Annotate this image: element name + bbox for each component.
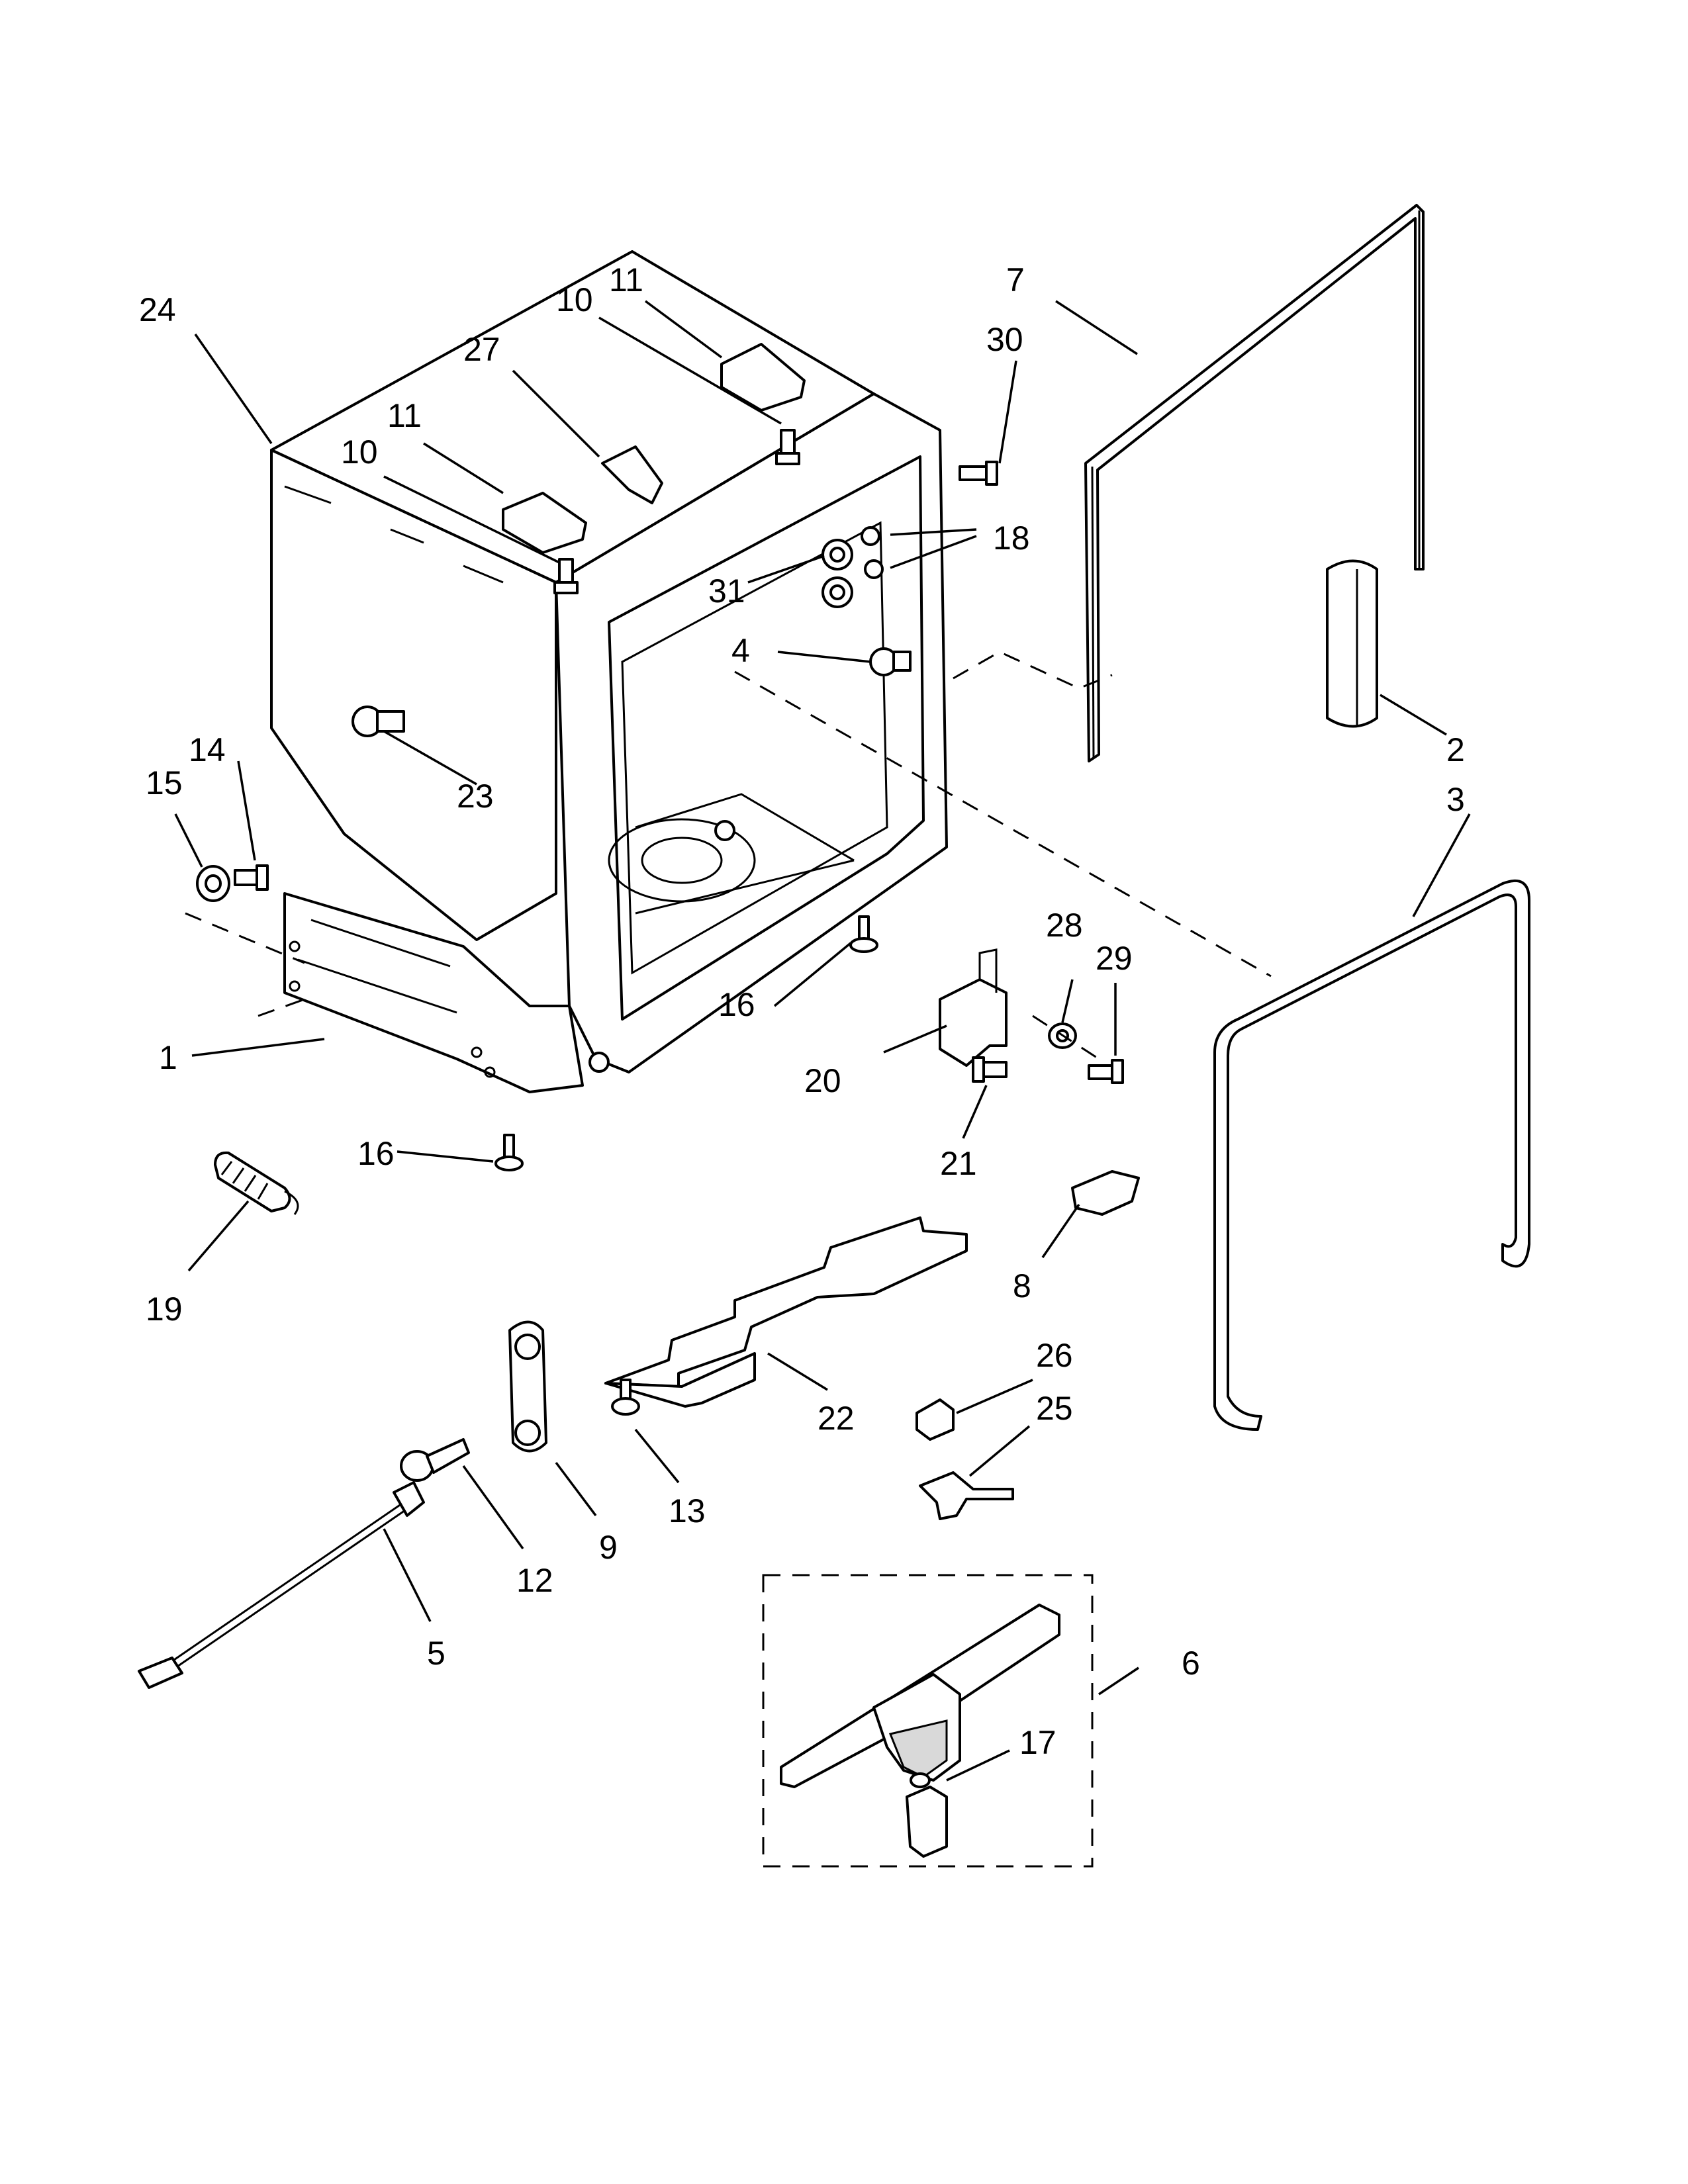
tub-hardware (352, 343, 998, 737)
bumper-13 (611, 1379, 640, 1416)
callout-22: 22 (818, 1400, 855, 1437)
callout-11-left: 11 (387, 397, 422, 434)
callout-26: 26 (1036, 1337, 1073, 1374)
callout-18: 19 (146, 1291, 183, 1328)
washer-17-a (861, 526, 880, 546)
callout-30: 30 (986, 321, 1023, 358)
screw-30 (959, 461, 998, 486)
callout-12: 12 (516, 1562, 553, 1599)
callout-11-right: 11 (609, 261, 643, 298)
callout-13: 13 (669, 1492, 706, 1529)
callout-28: 28 (1046, 907, 1083, 944)
wire-assembly-21 (138, 1481, 425, 1689)
screw-19 (972, 1056, 1008, 1083)
clip-26 (915, 1398, 955, 1441)
callout-29: 29 (1096, 940, 1133, 977)
callout-9: 9 (599, 1529, 618, 1566)
callout-27: 27 (463, 331, 500, 368)
callout-15: 15 (146, 764, 183, 801)
callout-21: 5 (427, 1635, 445, 1672)
bumper-16-lower (494, 1134, 524, 1171)
clip-27 (601, 445, 663, 504)
callout-8: 8 (1013, 1267, 1031, 1304)
alignment-lines (185, 651, 1272, 1060)
guide-9 (508, 1320, 547, 1453)
callout-4: 4 (731, 632, 750, 669)
callout-16-upper: 16 (718, 986, 755, 1023)
hinge-bracket-right (720, 343, 806, 412)
bracket-25 (919, 1471, 1014, 1520)
callout-labels: 24 11 10 27 11 10 7 30 18 31 4 2 3 23 14… (139, 261, 1465, 1761)
callout-17: 18 (993, 520, 1030, 557)
callout-14: 14 (189, 731, 226, 768)
bracket-20 (939, 948, 1008, 1067)
tub-gasket-3 (1213, 880, 1530, 1431)
callout-16-lower: 16 (357, 1135, 395, 1172)
spray-hub-6 (906, 1772, 948, 1858)
gasket-tube-2 (1326, 559, 1378, 728)
door-gasket-7 (1084, 204, 1425, 762)
callout-19: 21 (940, 1145, 977, 1182)
callout-10-right: 10 (556, 281, 593, 318)
plate-22 (604, 1216, 968, 1408)
spring-18 (214, 1151, 299, 1215)
nut-15 (196, 865, 230, 902)
callout-5: 6 (1182, 1645, 1200, 1682)
callout-25: 25 (1036, 1390, 1073, 1427)
callout-31: 31 (708, 572, 745, 610)
callout-23: 23 (457, 778, 494, 815)
assembly-box-5 (762, 1574, 1094, 1868)
plug-23 (352, 705, 405, 737)
callout-3: 3 (1446, 781, 1465, 818)
callout-20: 20 (804, 1062, 841, 1099)
callout-10-left: 10 (341, 433, 378, 471)
callout-7: 7 (1006, 261, 1025, 298)
callout-24: 24 (139, 291, 176, 328)
callout-1: 1 (159, 1039, 177, 1076)
leader-lines (174, 300, 1471, 1782)
clip-8 (1071, 1170, 1140, 1216)
screw-29 (1088, 1059, 1124, 1084)
washer-17-b (864, 559, 884, 579)
callout-6: 17 (1019, 1724, 1056, 1761)
guide-31 (821, 539, 853, 608)
screw-14 (234, 864, 269, 891)
tub-assembly (270, 250, 948, 1093)
bolt-12 (400, 1438, 470, 1482)
plug-4 (869, 647, 912, 676)
hinge-bracket-left (502, 492, 587, 554)
spray-arm-5 (780, 1604, 1060, 1788)
callout-2: 2 (1446, 731, 1465, 768)
bumper-16-upper (849, 915, 878, 953)
